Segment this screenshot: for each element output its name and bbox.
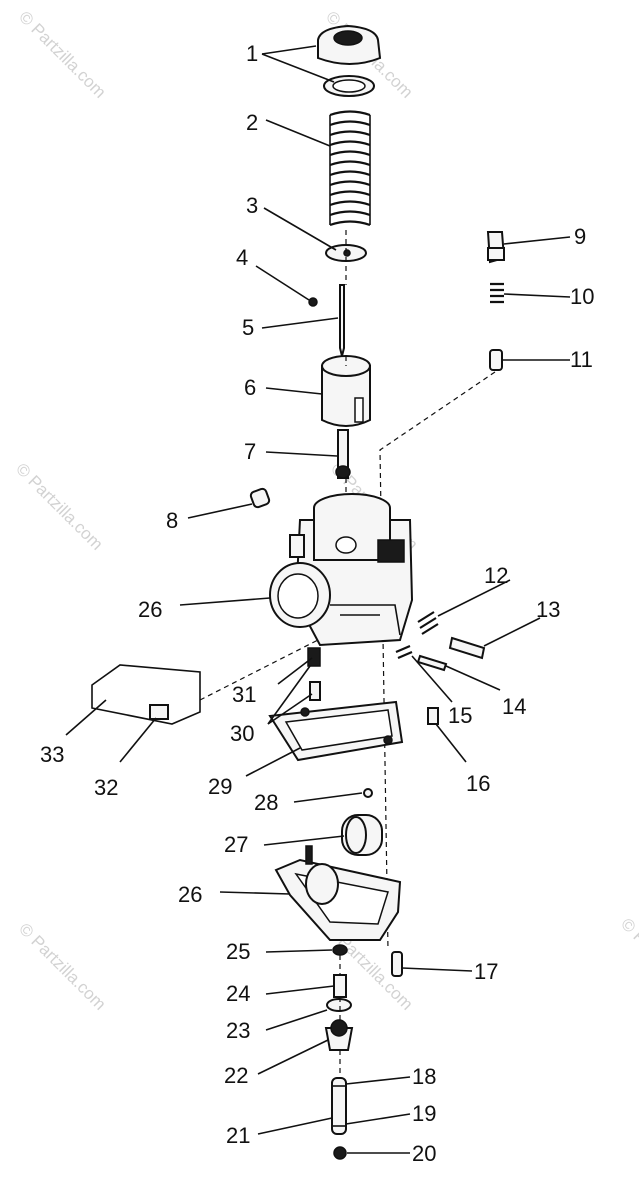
assembly-axis bbox=[339, 230, 347, 1078]
callout-4: 4 bbox=[236, 245, 248, 270]
part-bowl-screw bbox=[391, 951, 403, 977]
callout-1: 1 bbox=[246, 41, 258, 66]
part-bracket bbox=[91, 664, 201, 725]
part-needle-jet bbox=[335, 429, 351, 479]
watermark-mid-left: © Partzilla.com bbox=[12, 459, 106, 553]
callout-18: 18 bbox=[412, 1064, 436, 1089]
callout-26-bowl: 26 bbox=[178, 882, 202, 907]
callout-12: 12 bbox=[484, 563, 508, 588]
callout-7: 7 bbox=[244, 439, 256, 464]
watermark-bottom-left: © Partzilla.com bbox=[15, 919, 109, 1013]
part-idle-screw bbox=[417, 611, 486, 660]
part-spring bbox=[329, 110, 371, 227]
callout-24: 24 bbox=[226, 981, 250, 1006]
callout-15: 15 bbox=[448, 703, 472, 728]
callout-16: 16 bbox=[466, 771, 490, 796]
callout-6: 6 bbox=[244, 375, 256, 400]
watermark-top-left: © Partzilla.com bbox=[15, 7, 109, 101]
callout-9: 9 bbox=[574, 224, 586, 249]
part-throttle-slide bbox=[321, 355, 371, 427]
callout-13: 13 bbox=[536, 597, 560, 622]
part-tube-cap bbox=[333, 1146, 347, 1160]
callout-17: 17 bbox=[474, 959, 498, 984]
part-needle bbox=[308, 284, 345, 357]
callout-27: 27 bbox=[224, 832, 248, 857]
callout-31: 31 bbox=[232, 682, 256, 707]
callout-20: 20 bbox=[412, 1141, 436, 1166]
callout-30: 30 bbox=[230, 721, 254, 746]
part-float-pin bbox=[363, 788, 373, 798]
callout-22: 22 bbox=[224, 1063, 248, 1088]
part-carburetor-body bbox=[269, 493, 414, 647]
callout-19: 19 bbox=[412, 1101, 436, 1126]
callout-5: 5 bbox=[242, 315, 254, 340]
part-float bbox=[341, 814, 383, 856]
part-overflow-tube bbox=[331, 1077, 347, 1135]
part-main-jet bbox=[307, 647, 321, 701]
callout-11: 11 bbox=[570, 347, 593, 372]
part-float-bowl-gasket bbox=[268, 700, 404, 762]
callout-23: 23 bbox=[226, 1018, 250, 1043]
callout-labels: 1 2 3 4 5 6 7 8 9 10 11 12 13 14 15 16 1… bbox=[40, 41, 594, 1166]
callout-14: 14 bbox=[502, 694, 526, 719]
callout-28: 28 bbox=[254, 790, 278, 815]
part-drain-fitting bbox=[427, 707, 439, 725]
callout-26-body: 26 bbox=[138, 597, 162, 622]
part-pilot-screw bbox=[395, 644, 448, 672]
callout-2: 2 bbox=[246, 110, 258, 135]
routing-line-adjuster bbox=[379, 371, 496, 951]
routing-line-bracket bbox=[199, 639, 319, 701]
callout-21: 21 bbox=[226, 1123, 250, 1148]
part-float-bowl bbox=[274, 845, 402, 941]
part-adjuster-assembly bbox=[486, 231, 506, 371]
part-drain-assembly bbox=[324, 944, 354, 1051]
leader-lines bbox=[65, 45, 571, 1154]
callout-8: 8 bbox=[166, 508, 178, 533]
watermark-bottom-right: © Partzilla.com bbox=[617, 914, 639, 1008]
callout-33: 33 bbox=[40, 742, 64, 767]
callout-32: 32 bbox=[94, 775, 118, 800]
callout-10: 10 bbox=[570, 284, 594, 309]
callout-25: 25 bbox=[226, 939, 250, 964]
callout-29: 29 bbox=[208, 774, 232, 799]
part-plug bbox=[249, 487, 271, 509]
callout-3: 3 bbox=[246, 193, 258, 218]
part-cap bbox=[317, 24, 382, 97]
